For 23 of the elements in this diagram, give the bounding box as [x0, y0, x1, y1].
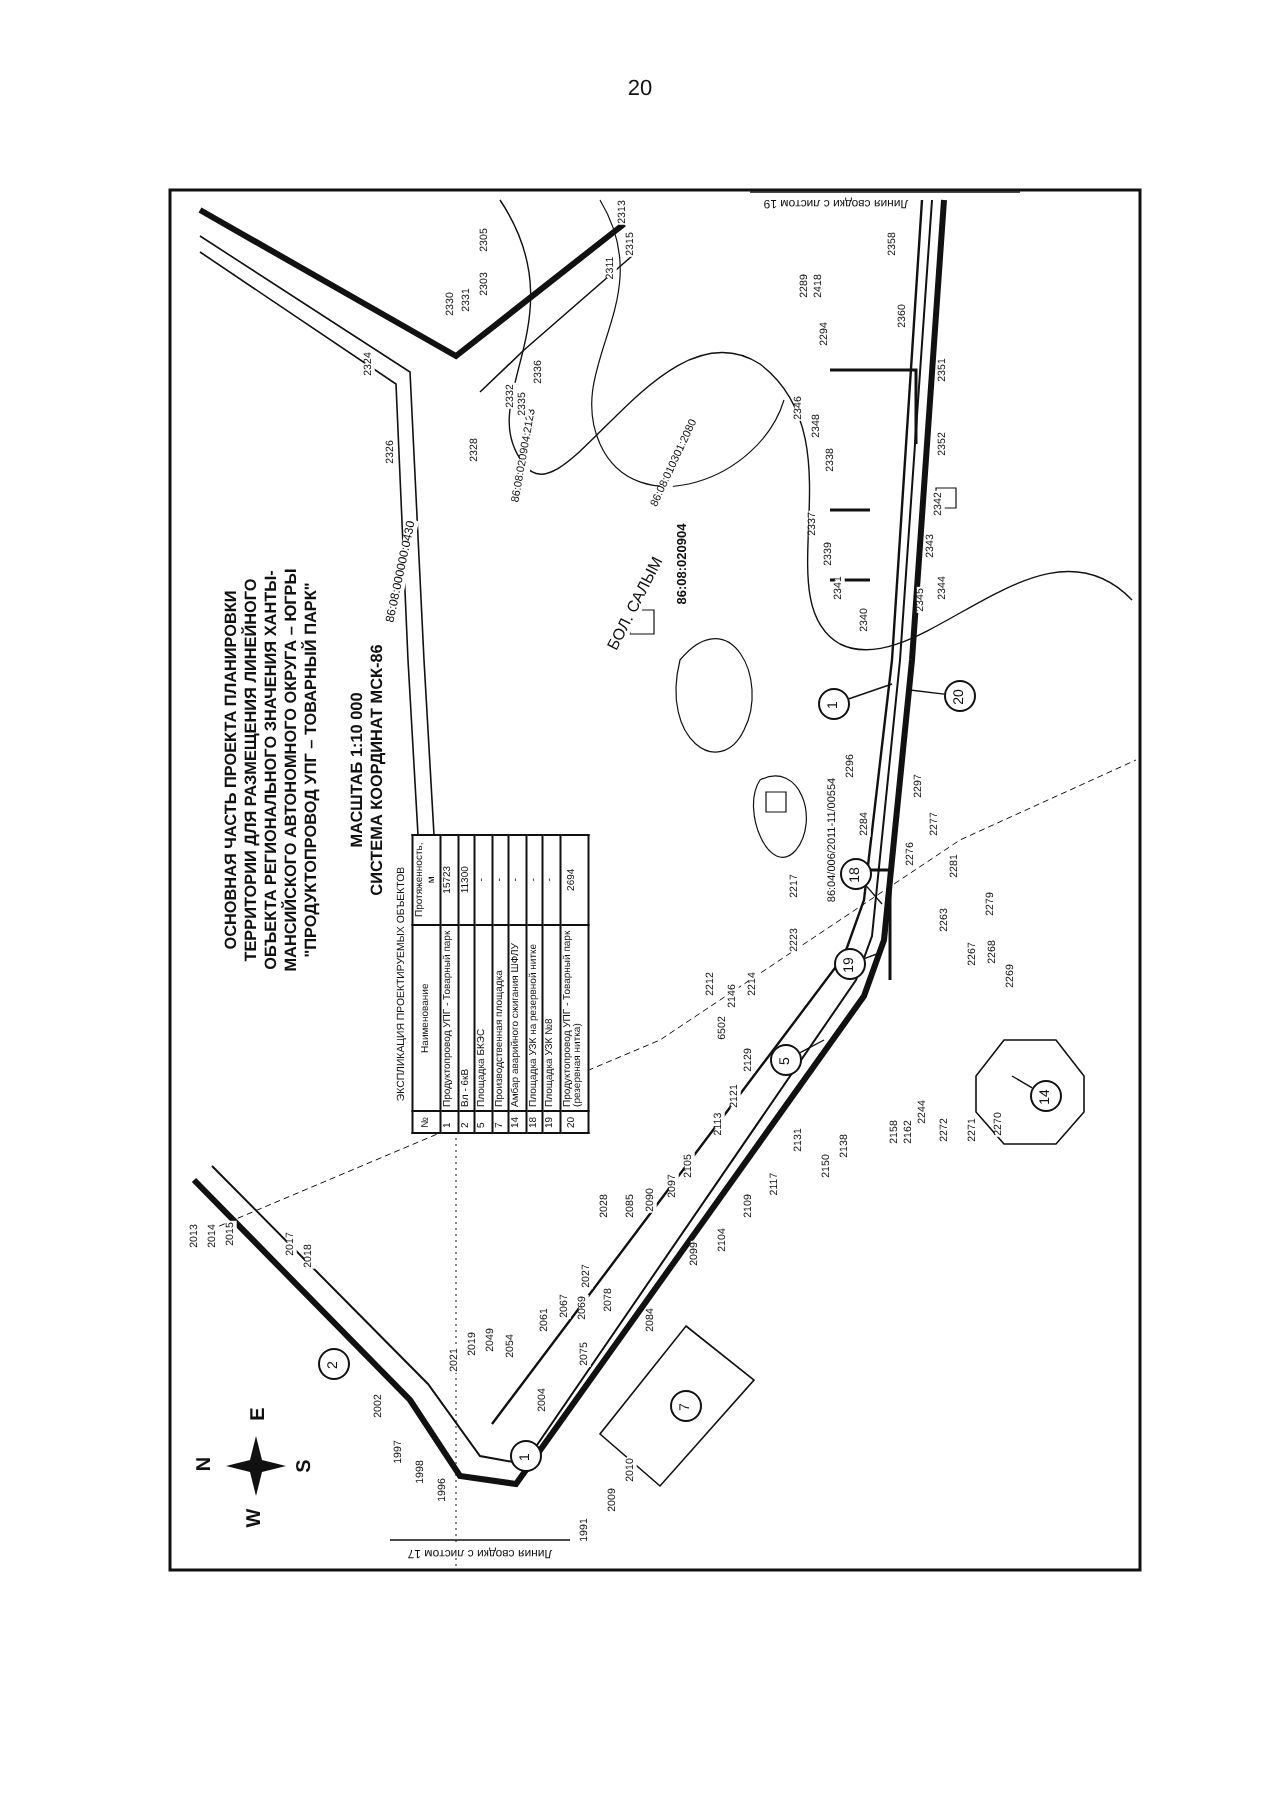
compass-letter: N — [196, 1455, 216, 1473]
leader-line — [848, 683, 893, 700]
callout-circle — [670, 1390, 702, 1422]
callout-circle — [510, 1440, 542, 1472]
coordinate-system-note: СИСТЕМА КООРДИНАТ МСК-86 — [369, 643, 387, 897]
leader-line — [865, 885, 883, 905]
leader-line — [909, 689, 945, 695]
compass-letter: W — [246, 1507, 266, 1529]
callout-circle — [318, 1348, 350, 1380]
callout-circle — [770, 1044, 802, 1076]
leader-line — [1011, 1075, 1033, 1089]
map-title: ОСНОВНАЯ ЧАСТЬ ПРОЕКТА ПЛАНИРОВКИ ТЕРРИТОРИИ ДЛЯ РАЗМЕЩЕНИЯ ЛИНЕЙНОГО ОБЪЕКТА РЕГИОНАЛЬНОГО ЗНАЧЕНИЯ ХАНТЫ-МАНСИЙСКОГО АВТОНОМНОГО ОКРУГА – ЮГРЫ "ПРОДУКТОПРОВОД УПГ – ТОВАРНЫЙ ПАРК" — [222, 566, 322, 976]
scale-note: МАСШТАБ 1:10 000 — [349, 691, 367, 849]
callout-circle — [818, 688, 850, 720]
leader-line — [864, 951, 883, 960]
compass-letter: E — [250, 1406, 270, 1422]
callout-circle — [1030, 1080, 1062, 1112]
compass-letter: S — [296, 1458, 316, 1474]
callout-circle — [834, 948, 866, 980]
callout-circle — [944, 680, 976, 712]
callout-circle — [840, 858, 872, 890]
leader-line — [799, 1039, 825, 1054]
page-number: 20 — [626, 79, 654, 101]
